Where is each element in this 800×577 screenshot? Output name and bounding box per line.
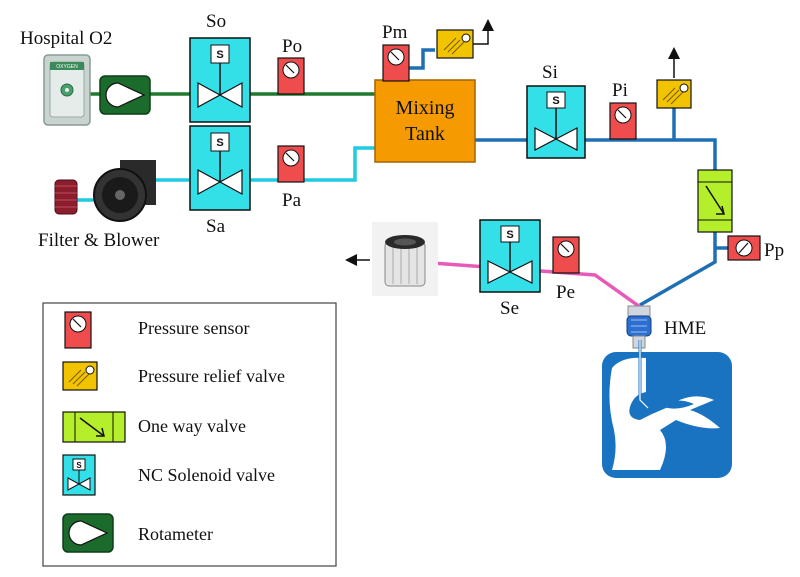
legend-solenoid-label: NC Solenoid valve [138, 465, 275, 485]
so-label: So [206, 11, 226, 32]
pressure-sensor-pi [609, 102, 637, 140]
pressure-sensor-pm [382, 44, 410, 82]
oxygen-plate-label: OXYGEN [56, 64, 78, 70]
blower [93, 160, 156, 222]
solenoid-si: S [526, 85, 586, 159]
legend-relief-valve-label: Pressure relief valve [138, 366, 285, 386]
solenoid-se: S [479, 219, 541, 293]
pe-label: Pe [556, 282, 575, 303]
svg-text:S: S [216, 49, 223, 61]
pressure-sensor-pe [552, 236, 580, 274]
legend-rotameter-icon [62, 513, 114, 553]
sa-label: Sa [206, 216, 226, 237]
svg-text:S: S [76, 461, 82, 470]
hospital-o2-label: Hospital O2 [20, 28, 112, 49]
filter [54, 179, 78, 215]
legend-one-way-valve-label: One way valve [138, 416, 246, 436]
pm-label: Pm [382, 22, 408, 43]
tank-label-line2: Tank [405, 123, 445, 145]
patient-icon [602, 340, 732, 478]
pressure-sensor-pp [727, 235, 761, 261]
legend-pressure-sensor-icon [64, 311, 92, 349]
legend-solenoid-icon: S [62, 454, 96, 496]
rotameter [99, 75, 151, 115]
tank-label-line1: Mixing [396, 97, 455, 119]
se-label: Se [500, 298, 519, 319]
pressure-sensor-pa [277, 145, 305, 183]
solenoid-sa: S [189, 125, 251, 211]
exhaust-filter [372, 222, 438, 296]
hme [626, 305, 652, 349]
pa-label: Pa [282, 190, 302, 211]
legend-rotameter-label: Rotameter [138, 524, 213, 544]
pi-label: Pi [612, 80, 628, 101]
svg-text:S: S [216, 137, 223, 149]
pressure-sensor-po [277, 57, 305, 95]
legend-one-way-valve-icon [62, 411, 126, 443]
relief-valve-pm [436, 19, 494, 59]
one-way-valve [697, 169, 733, 233]
pp-label: Pp [764, 240, 784, 261]
po-label: Po [282, 36, 302, 57]
si-label: Si [542, 62, 558, 83]
filter-blower-label: Filter & Blower [38, 230, 160, 251]
legend-pressure-sensor-label: Pressure sensor [138, 318, 249, 338]
svg-text:S: S [506, 229, 513, 241]
mixing-tank: Mixing Tank [374, 79, 476, 163]
solenoid-so: S [189, 37, 251, 123]
relief-valve-pi [656, 47, 692, 109]
svg-text:S: S [552, 95, 559, 107]
legend: Pressure sensor Pressure relief valve On… [42, 302, 337, 567]
hme-label: HME [664, 318, 706, 339]
hospital-o2-outlet: OXYGEN [43, 54, 91, 126]
legend-relief-valve-icon [62, 361, 98, 391]
